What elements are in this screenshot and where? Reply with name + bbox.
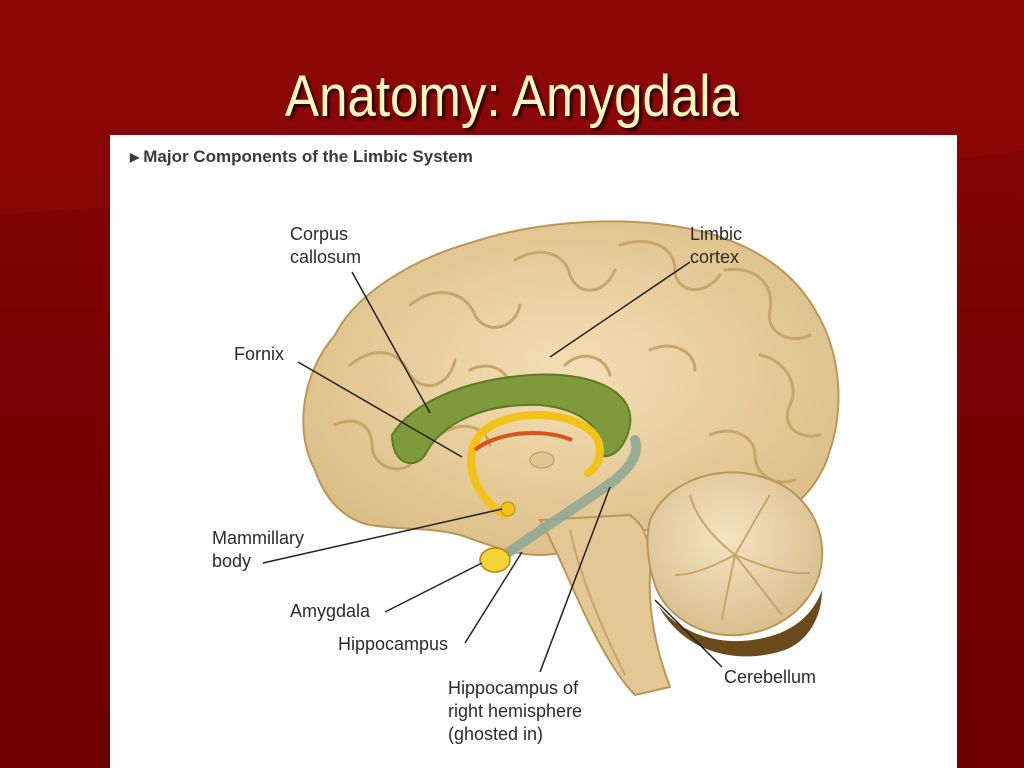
amygdala bbox=[480, 548, 510, 572]
label-amygdala: Amygdala bbox=[290, 600, 370, 623]
label-hippocampus-right-hemisphere: Hippocampus of right hemisphere (ghosted… bbox=[448, 677, 582, 746]
brain-diagram bbox=[110, 135, 957, 768]
label-mammillary-body-line-1: Mammillary bbox=[212, 527, 304, 550]
label-mammillary-body-line-2: body bbox=[212, 550, 304, 573]
label-hippocampus-right-line-3: (ghosted in) bbox=[448, 723, 582, 746]
slide-title: Anatomy: Amygdala bbox=[61, 62, 962, 132]
mammillary-body bbox=[501, 502, 515, 516]
label-corpus-callosum: Corpus callosum bbox=[290, 223, 361, 269]
figure-heading-text: Major Components of the Limbic System bbox=[143, 147, 473, 166]
label-limbic-cortex: Limbic cortex bbox=[690, 223, 742, 269]
label-cerebellum: Cerebellum bbox=[724, 666, 816, 689]
label-hippocampus-right-line-1: Hippocampus of bbox=[448, 677, 582, 700]
limbic-system-figure: ▶ Major Components of the Limbic System C… bbox=[110, 135, 957, 768]
label-corpus-callosum-line-1: Corpus bbox=[290, 223, 361, 246]
label-fornix: Fornix bbox=[234, 343, 284, 366]
label-mammillary-body: Mammillary body bbox=[212, 527, 304, 573]
label-hippocampus-right-line-2: right hemisphere bbox=[448, 700, 582, 723]
label-corpus-callosum-line-2: callosum bbox=[290, 246, 361, 269]
cerebellum bbox=[648, 472, 823, 656]
label-limbic-cortex-line-2: cortex bbox=[690, 246, 742, 269]
bullet-arrow-icon: ▶ bbox=[130, 150, 139, 164]
label-hippocampus: Hippocampus bbox=[338, 633, 448, 656]
label-limbic-cortex-line-1: Limbic bbox=[690, 223, 742, 246]
figure-heading: ▶ Major Components of the Limbic System bbox=[130, 147, 473, 167]
